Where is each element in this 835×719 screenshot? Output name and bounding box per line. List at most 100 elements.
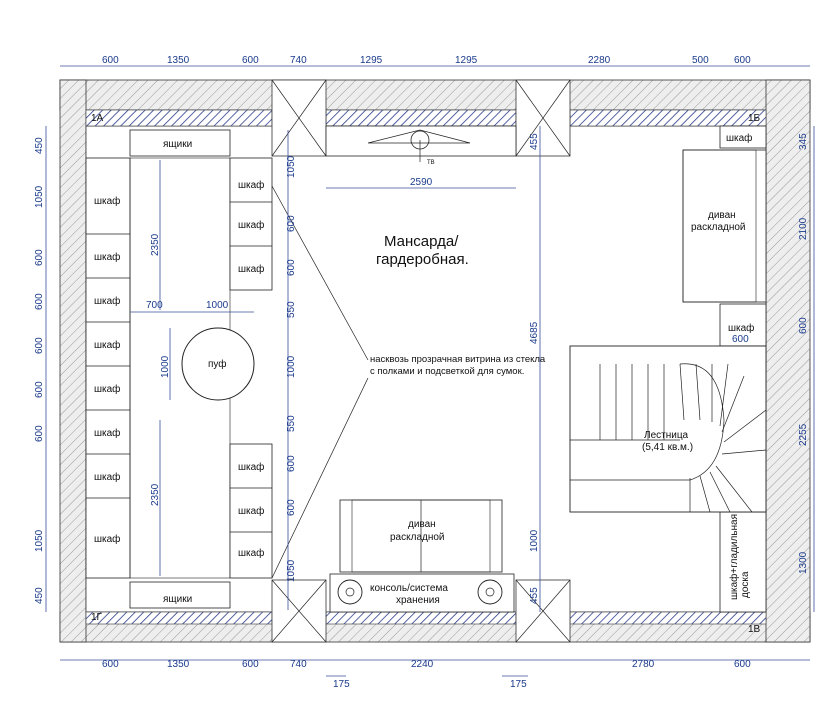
pouf: пуф bbox=[181, 327, 255, 401]
tv-unit: ТВ bbox=[325, 125, 517, 166]
dim-top: 1295 bbox=[360, 55, 383, 66]
dim-inner: 600 bbox=[286, 215, 297, 232]
wardrobe-label: шкаф bbox=[94, 295, 120, 307]
dim-bottom: 2780 bbox=[632, 659, 655, 670]
dim-bottom: 740 bbox=[290, 659, 307, 670]
ironing-label2: доска bbox=[740, 571, 751, 598]
dim-top: 1295 bbox=[455, 55, 478, 66]
wall-right bbox=[765, 79, 811, 643]
wall-top bbox=[59, 79, 811, 111]
wardrobe-label: шкаф bbox=[94, 339, 120, 351]
dim-pouf-height: 1000 bbox=[160, 355, 171, 378]
dim-tv-width: 2590 bbox=[410, 177, 433, 188]
dim-shelf-top: 2350 bbox=[150, 233, 161, 256]
dim-bottom: 600 bbox=[734, 659, 751, 670]
wardrobe-label: шкаф bbox=[238, 461, 264, 473]
dim-inner: 1050 bbox=[286, 559, 297, 582]
bottom-furniture: диван раскладной консоль/система хранени… bbox=[329, 499, 515, 613]
window-strip-bottom-right bbox=[569, 611, 767, 625]
dim-left: 600 bbox=[34, 381, 45, 398]
dim-inner: 1000 bbox=[286, 355, 297, 378]
sofa-bottom-label2: раскладной bbox=[390, 532, 445, 543]
drawers-top bbox=[129, 129, 231, 157]
room-title-line2: гардеробная. bbox=[376, 251, 469, 268]
ironing-label1: шкаф+гладильная bbox=[728, 514, 740, 600]
dim-left: 1050 bbox=[34, 529, 45, 552]
dim-pouf-offset: 700 bbox=[146, 300, 163, 311]
wardrobe-label: шкаф bbox=[94, 533, 120, 545]
wardrobe-label: шкаф bbox=[94, 383, 120, 395]
dim-left: 1050 bbox=[34, 185, 45, 208]
dim-center-vertical: 4685 bbox=[529, 321, 540, 344]
dim-bottom-small: 175 bbox=[333, 679, 350, 690]
dim-bottom: 600 bbox=[102, 659, 119, 670]
walls bbox=[59, 79, 811, 643]
stairs-label1: Лестница bbox=[644, 430, 689, 441]
dim-top: 600 bbox=[242, 55, 259, 66]
wardrobe-label: шкаф bbox=[94, 427, 120, 439]
corner-1v: 1В bbox=[748, 624, 761, 635]
dim-top: 600 bbox=[734, 55, 751, 66]
corner-1a: 1А bbox=[91, 113, 104, 124]
console-label2: хранения bbox=[396, 595, 440, 606]
dim-left: 600 bbox=[34, 425, 45, 442]
dim-right: 2100 bbox=[798, 217, 809, 240]
room-title: Мансарда/ гардеробная. bbox=[376, 233, 469, 268]
dim-pouf-width: 1000 bbox=[206, 300, 229, 311]
showcase-note-line1: насквозь прозрачная витрина из стекла bbox=[370, 354, 546, 365]
drawers-bottom bbox=[129, 581, 231, 609]
inner-wardrobes: шкаф шкаф шкаф шкаф шкаф шкаф bbox=[229, 157, 273, 579]
dim-stair-side: 600 bbox=[732, 334, 749, 345]
dim-top: 600 bbox=[102, 55, 119, 66]
dim-right: 2255 bbox=[798, 423, 809, 446]
wardrobe-label: шкаф bbox=[728, 322, 754, 334]
pouf-label: пуф bbox=[208, 358, 227, 370]
showcase-note-line2: с полками и подсветкой для сумок. bbox=[370, 366, 524, 377]
window-strip-bottom-left bbox=[85, 611, 273, 625]
dim-bottom: 1350 bbox=[167, 659, 190, 670]
wardrobe-label: шкаф bbox=[94, 251, 120, 263]
drawers-top-label: ящики bbox=[163, 139, 192, 150]
wardrobe-label: шкаф bbox=[238, 179, 264, 191]
dim-center-small-top: 455 bbox=[529, 133, 540, 150]
wardrobe-label: шкаф bbox=[238, 219, 264, 231]
dim-right: 600 bbox=[798, 317, 809, 334]
stairs-label2: (5,41 кв.м.) bbox=[642, 442, 693, 453]
dim-top: 500 bbox=[692, 55, 709, 66]
wardrobe-label: шкаф bbox=[238, 505, 264, 517]
dim-top: 740 bbox=[290, 55, 307, 66]
window-strip-top-left bbox=[85, 109, 273, 127]
staircase: Лестница (5,41 кв.м.) bbox=[569, 345, 767, 513]
dimensions: 600 1350 600 740 1295 1295 2280 500 600 … bbox=[34, 55, 815, 690]
dim-left: 600 bbox=[34, 293, 45, 310]
dim-right: 1300 bbox=[798, 551, 809, 574]
dim-shelf-bottom: 2350 bbox=[150, 483, 161, 506]
corner-1b: 1Б bbox=[748, 113, 761, 124]
dim-left: 600 bbox=[34, 337, 45, 354]
dim-inner: 600 bbox=[286, 455, 297, 472]
left-wardrobes: шкаф шкаф шкаф шкаф шкаф шкаф шкаф шкаф … bbox=[85, 129, 231, 609]
dim-inner: 550 bbox=[286, 415, 297, 432]
dim-inner: 600 bbox=[286, 259, 297, 276]
console-label1: консоль/система bbox=[370, 583, 448, 594]
drawers-bottom-label: ящики bbox=[163, 594, 192, 605]
right-furniture: шкаф диван раскладной шкаф шкаф+гладильн… bbox=[682, 125, 767, 613]
wardrobe-label: шкаф bbox=[726, 132, 752, 144]
room-title-line1: Мансарда/ bbox=[384, 233, 459, 250]
dim-center-small-bottom: 455 bbox=[529, 587, 540, 604]
ironing-cabinet bbox=[719, 511, 767, 613]
dim-inner: 550 bbox=[286, 301, 297, 318]
dim-center-vertical2: 1000 bbox=[529, 529, 540, 552]
window-strip-bottom-mid bbox=[325, 611, 517, 625]
dim-bottom-small: 175 bbox=[510, 679, 527, 690]
dim-bottom: 2240 bbox=[411, 659, 434, 670]
wardrobe-label: шкаф bbox=[94, 471, 120, 483]
dim-right: 345 bbox=[798, 133, 809, 150]
corner-1g: 1Г bbox=[91, 612, 103, 623]
dim-inner: 1050 bbox=[286, 155, 297, 178]
dim-bottom: 600 bbox=[242, 659, 259, 670]
window-strip-top-mid bbox=[325, 109, 517, 127]
wardrobe-label: шкаф bbox=[94, 195, 120, 207]
dim-inner: 600 bbox=[286, 499, 297, 516]
